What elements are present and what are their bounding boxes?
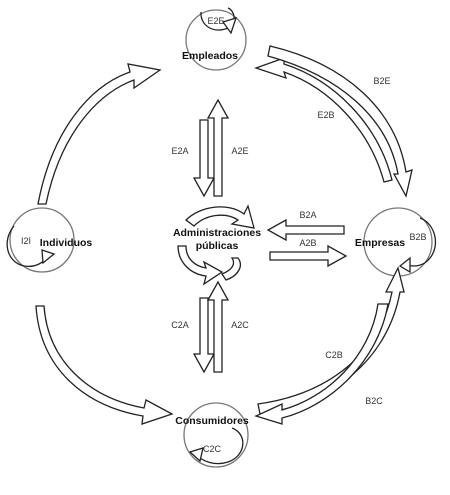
- arrow-c2a: [192, 297, 216, 374]
- empleados-node-circle: [185, 9, 247, 71]
- b2b-label: B2B: [409, 232, 426, 242]
- arrow-e2a: [192, 119, 216, 198]
- arrow-a2e: [206, 98, 230, 197]
- administraciones-label-line2: públicas: [196, 240, 239, 252]
- c2b-label: C2B: [325, 350, 343, 360]
- i2i-label: I2I: [21, 236, 31, 246]
- b2a-label: B2A: [299, 210, 316, 220]
- administraciones-label-line1: Administraciones: [173, 227, 261, 239]
- e2e-label: E2E: [207, 16, 224, 26]
- e2a-label: E2A: [171, 146, 188, 156]
- arrow-b2e: [267, 45, 413, 198]
- b2c-label: B2C: [365, 396, 383, 406]
- a2c-label: A2C: [231, 320, 249, 330]
- arrow-b2c: [254, 303, 389, 425]
- e2b-label: E2B: [317, 110, 334, 120]
- b2e-label: B2E: [373, 76, 390, 86]
- individuos-label: Individuos: [40, 237, 93, 249]
- arrow-individuos-to-consumidores: [35, 305, 174, 425]
- c2c-loop-icon: [188, 427, 244, 465]
- e2e-loop-icon: [200, 7, 238, 35]
- b2b-loop-icon: [398, 217, 437, 274]
- arrow-a2b: [269, 244, 348, 268]
- a2e-label: A2E: [231, 146, 248, 156]
- arrow-individuos-to-empleados: [37, 63, 162, 205]
- individuos-node-circle: [9, 207, 75, 273]
- arrow-a2c: [206, 280, 230, 373]
- consumidores-label: Consumidores: [175, 415, 249, 427]
- c2c-label: C2C: [203, 444, 222, 454]
- empleados-label: Empleados: [182, 50, 238, 62]
- admin-cycle-icon: [177, 204, 255, 286]
- consumidores-node-circle: [183, 402, 249, 468]
- i2i-loop-icon: [6, 225, 56, 268]
- empresas-label: Empresas: [355, 237, 405, 249]
- a2b-label: A2B: [299, 238, 316, 248]
- c2a-label: C2A: [171, 320, 189, 330]
- arrow-b2a: [266, 218, 345, 242]
